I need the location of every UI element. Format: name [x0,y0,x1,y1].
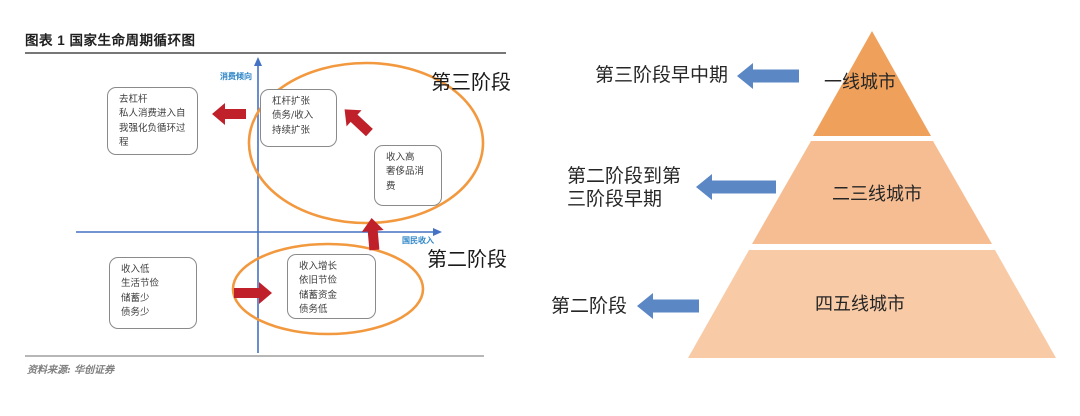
red-arrow-right-icon [234,282,272,304]
pyramid-tier1 [813,31,931,136]
blue-arrow-tier3-icon [637,293,699,319]
red-arrow-up-icon [361,218,384,251]
pyramid-tier1-label: 一线城市 [824,72,896,92]
pyramid-stage-note-3: 第二阶段 [551,296,628,317]
pyramid-tier2 [752,141,992,244]
pyramid-tier3 [688,250,1056,358]
red-arrow-left-icon [212,103,246,125]
stage3-label: 第三阶段 [431,72,511,94]
stage2-ellipse [231,242,425,336]
figure-title: 图表 1 国家生命周期循环图 [25,33,196,48]
box-deleverage: 去杠杆 私人消费进入自 我强化负循环过 程 [107,87,198,155]
stage2-label: 第二阶段 [427,249,507,271]
box-income-growth: 收入增长 依旧节俭 储蓄资金 债务低 [287,254,376,319]
x-axis-arrowhead-icon [433,228,442,236]
pyramid-tier3-label: 四五线城市 [815,294,905,314]
y-axis-arrowhead-icon [254,57,262,66]
blue-arrow-tier2-icon [696,174,776,200]
box-high-income: 收入高 奢侈品消 费 [374,145,442,206]
pyramid-stage-note-1: 第三阶段早中期 [595,65,729,86]
pyramid-tier2-label: 二三线城市 [832,184,922,204]
blue-arrow-tier1-icon [737,63,799,89]
box-leverage-expansion: 杠杆扩张 债务/收入 持续扩张 [260,89,337,147]
y-axis-label: 消费倾向 [220,72,252,81]
stage3-ellipse [247,61,485,225]
source-note: 资料来源: 华创证券 [27,365,115,376]
pyramid-stage-note-2: 第二阶段到第 三阶段早期 [567,166,682,211]
red-arrow-upleft-icon [344,109,373,137]
x-axis-label: 国民收入 [402,236,434,245]
box-low-income: 收入低 生活节俭 储蓄少 债务少 [109,257,197,329]
